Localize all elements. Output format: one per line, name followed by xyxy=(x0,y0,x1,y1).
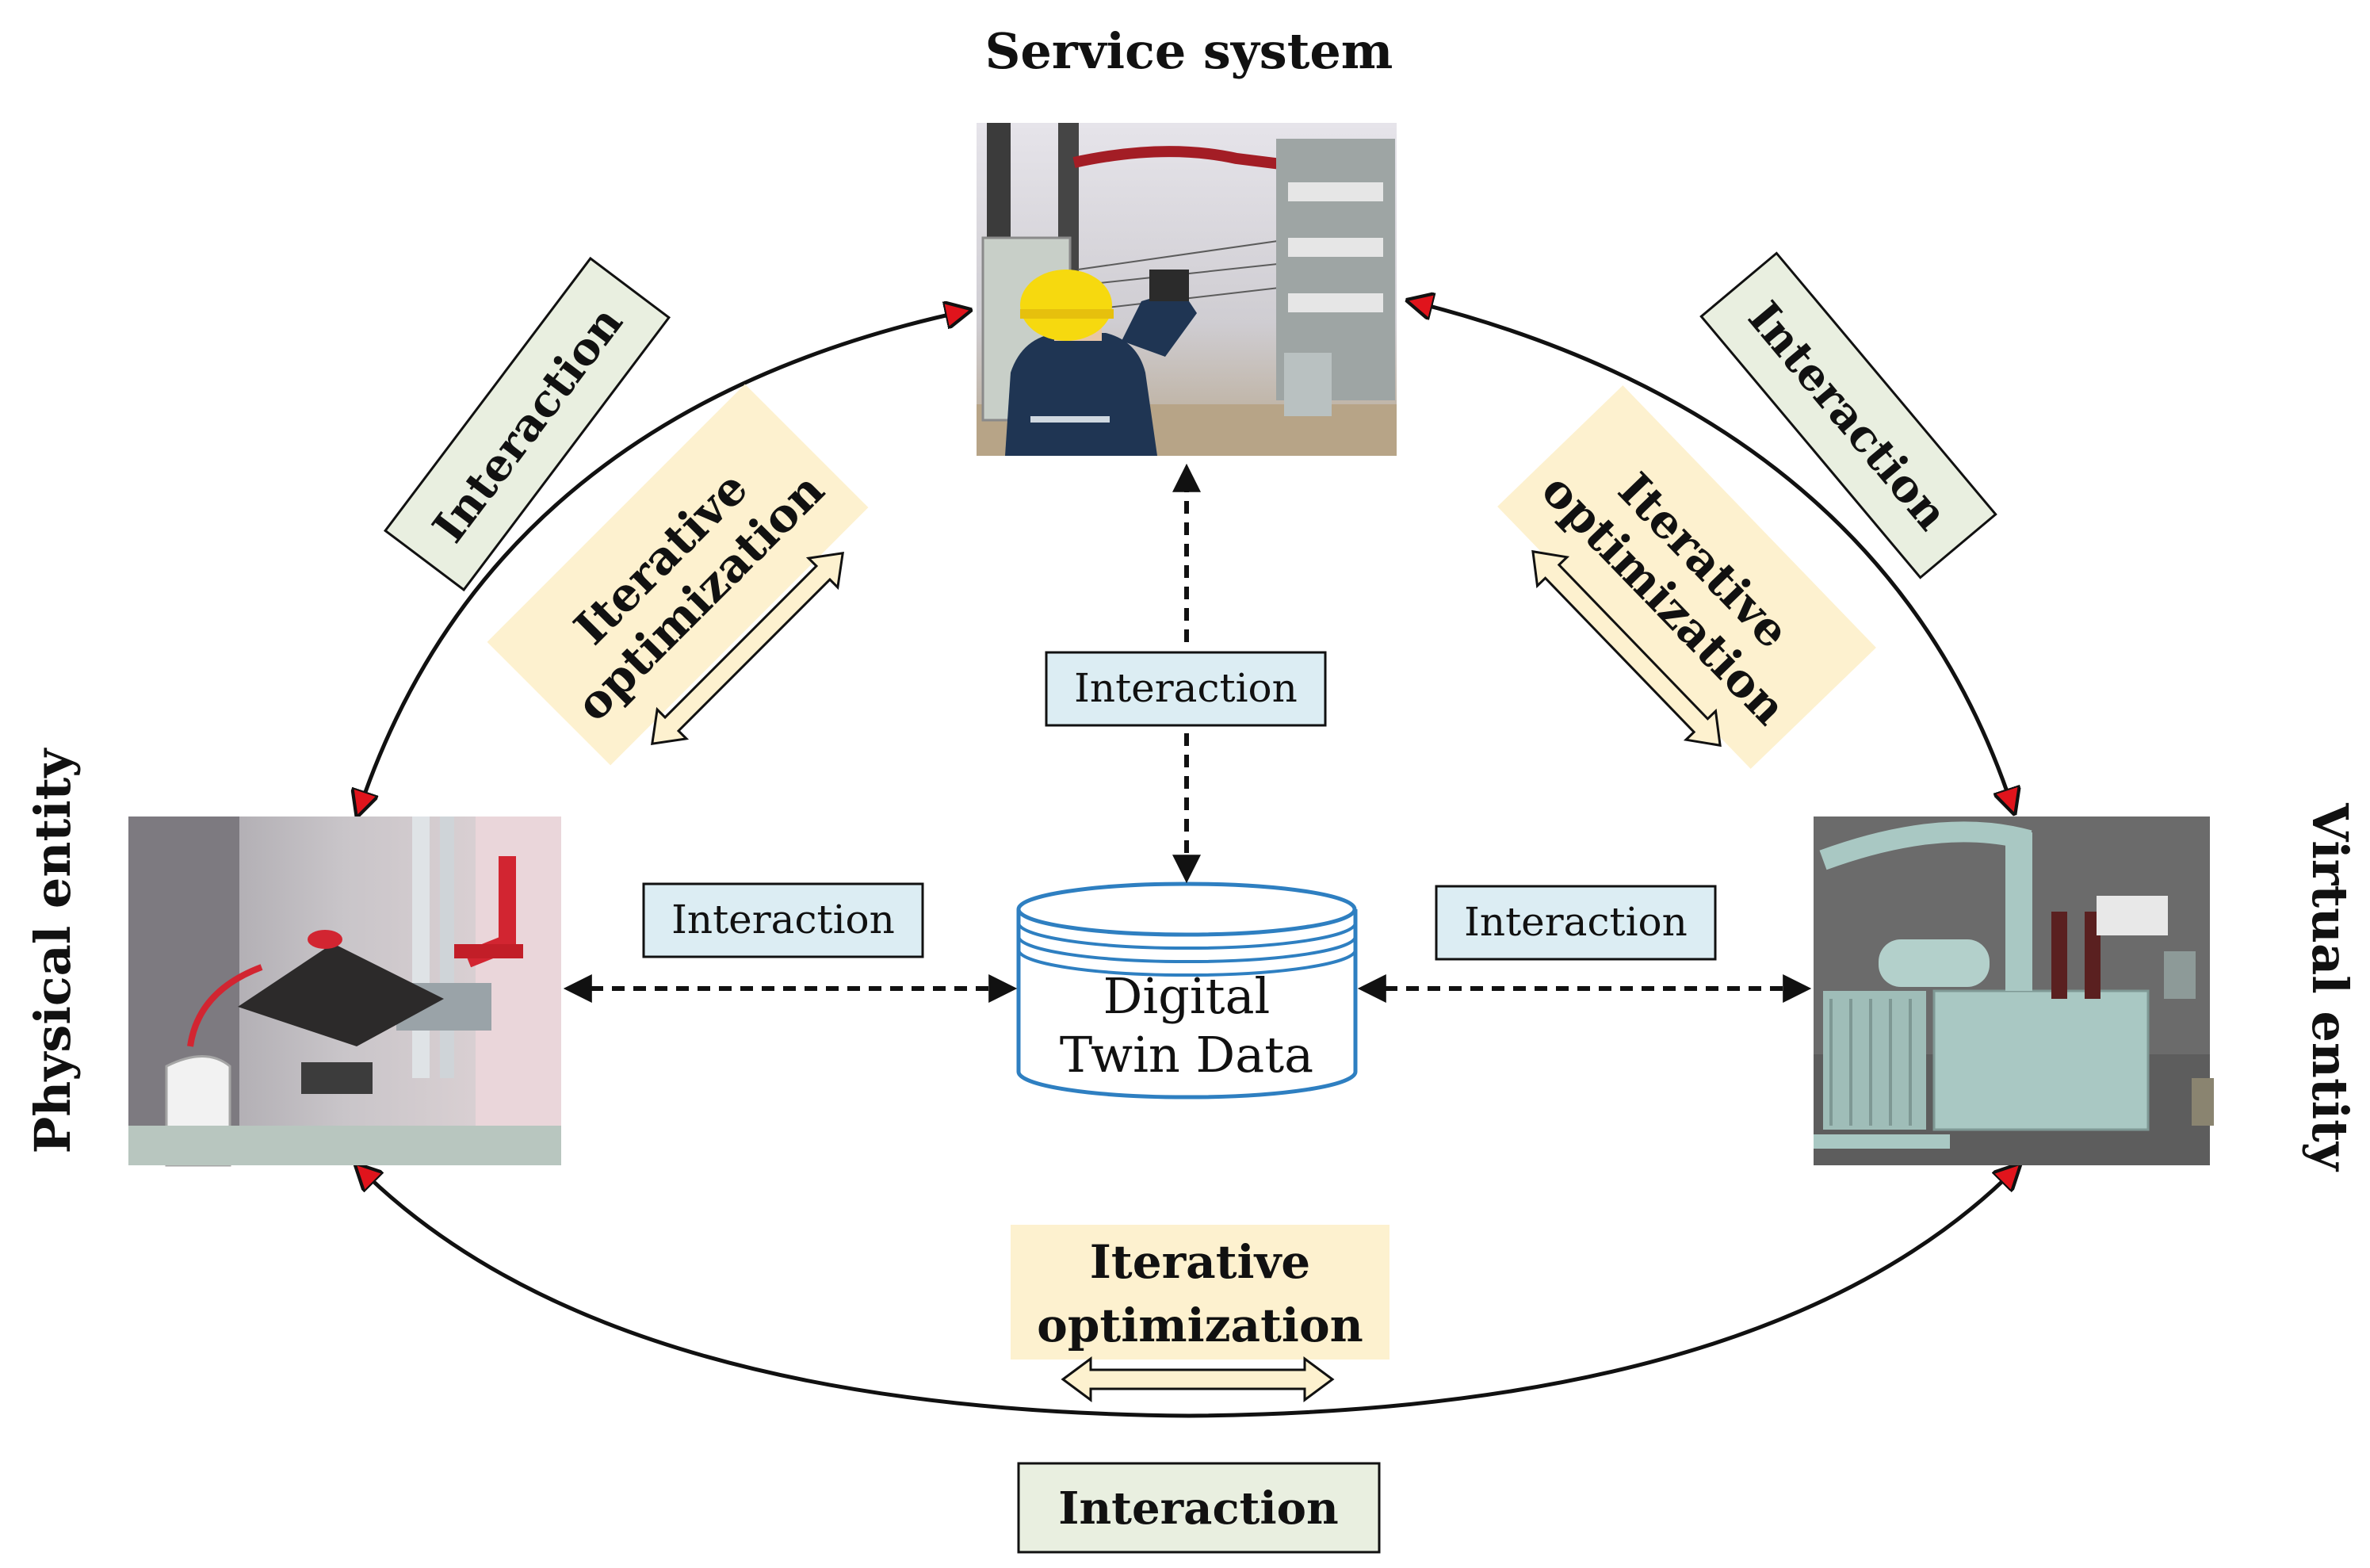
svg-text:Interaction: Interaction xyxy=(1058,1482,1339,1535)
arc-service-virtual xyxy=(1411,301,2013,810)
svg-text:Interaction: Interaction xyxy=(422,297,633,553)
service-system-image xyxy=(977,123,1397,456)
interaction-label-center-right: Interaction xyxy=(1435,885,1717,961)
physical-entity-title: Physical entity xyxy=(24,748,82,1154)
cylinder-label-line1: Digital xyxy=(1103,967,1271,1025)
physical-entity-image xyxy=(128,817,561,1167)
svg-text:Interaction: Interaction xyxy=(1464,899,1688,945)
virtual-entity-title: Virtual entity xyxy=(2301,802,2359,1172)
svg-text:Iterative: Iterative xyxy=(1090,1235,1310,1289)
cylinder-label-line2: Twin Data xyxy=(1060,1026,1313,1084)
hard-hat-icon xyxy=(1020,270,1112,341)
svg-text:Interaction: Interaction xyxy=(1074,665,1298,711)
svg-text:Interaction: Interaction xyxy=(671,897,895,943)
virtual-entity-image xyxy=(1814,817,2214,1165)
service-system-title: Service system xyxy=(985,22,1393,80)
interaction-label-bottom-arc: Interaction xyxy=(1017,1462,1381,1554)
optimization-double-arrow-right xyxy=(1531,549,1722,748)
svg-text:optimization: optimization xyxy=(1037,1298,1363,1352)
interaction-label-center-left: Interaction xyxy=(642,882,924,958)
optimization-label-bottom: Iterative optimization xyxy=(1011,1225,1390,1360)
interaction-label-center-top: Interaction xyxy=(1045,651,1327,727)
svg-text:Interaction: Interaction xyxy=(1737,292,1958,540)
optimization-double-arrow-bottom xyxy=(1061,1356,1335,1402)
arc-service-physical xyxy=(358,311,967,813)
arc-physical-virtual xyxy=(358,1167,2017,1418)
worker-figure xyxy=(1005,333,1157,456)
optimization-double-arrow-left xyxy=(651,552,844,745)
digital-twin-data-cylinder: Digital Twin Data xyxy=(1016,882,1358,1100)
